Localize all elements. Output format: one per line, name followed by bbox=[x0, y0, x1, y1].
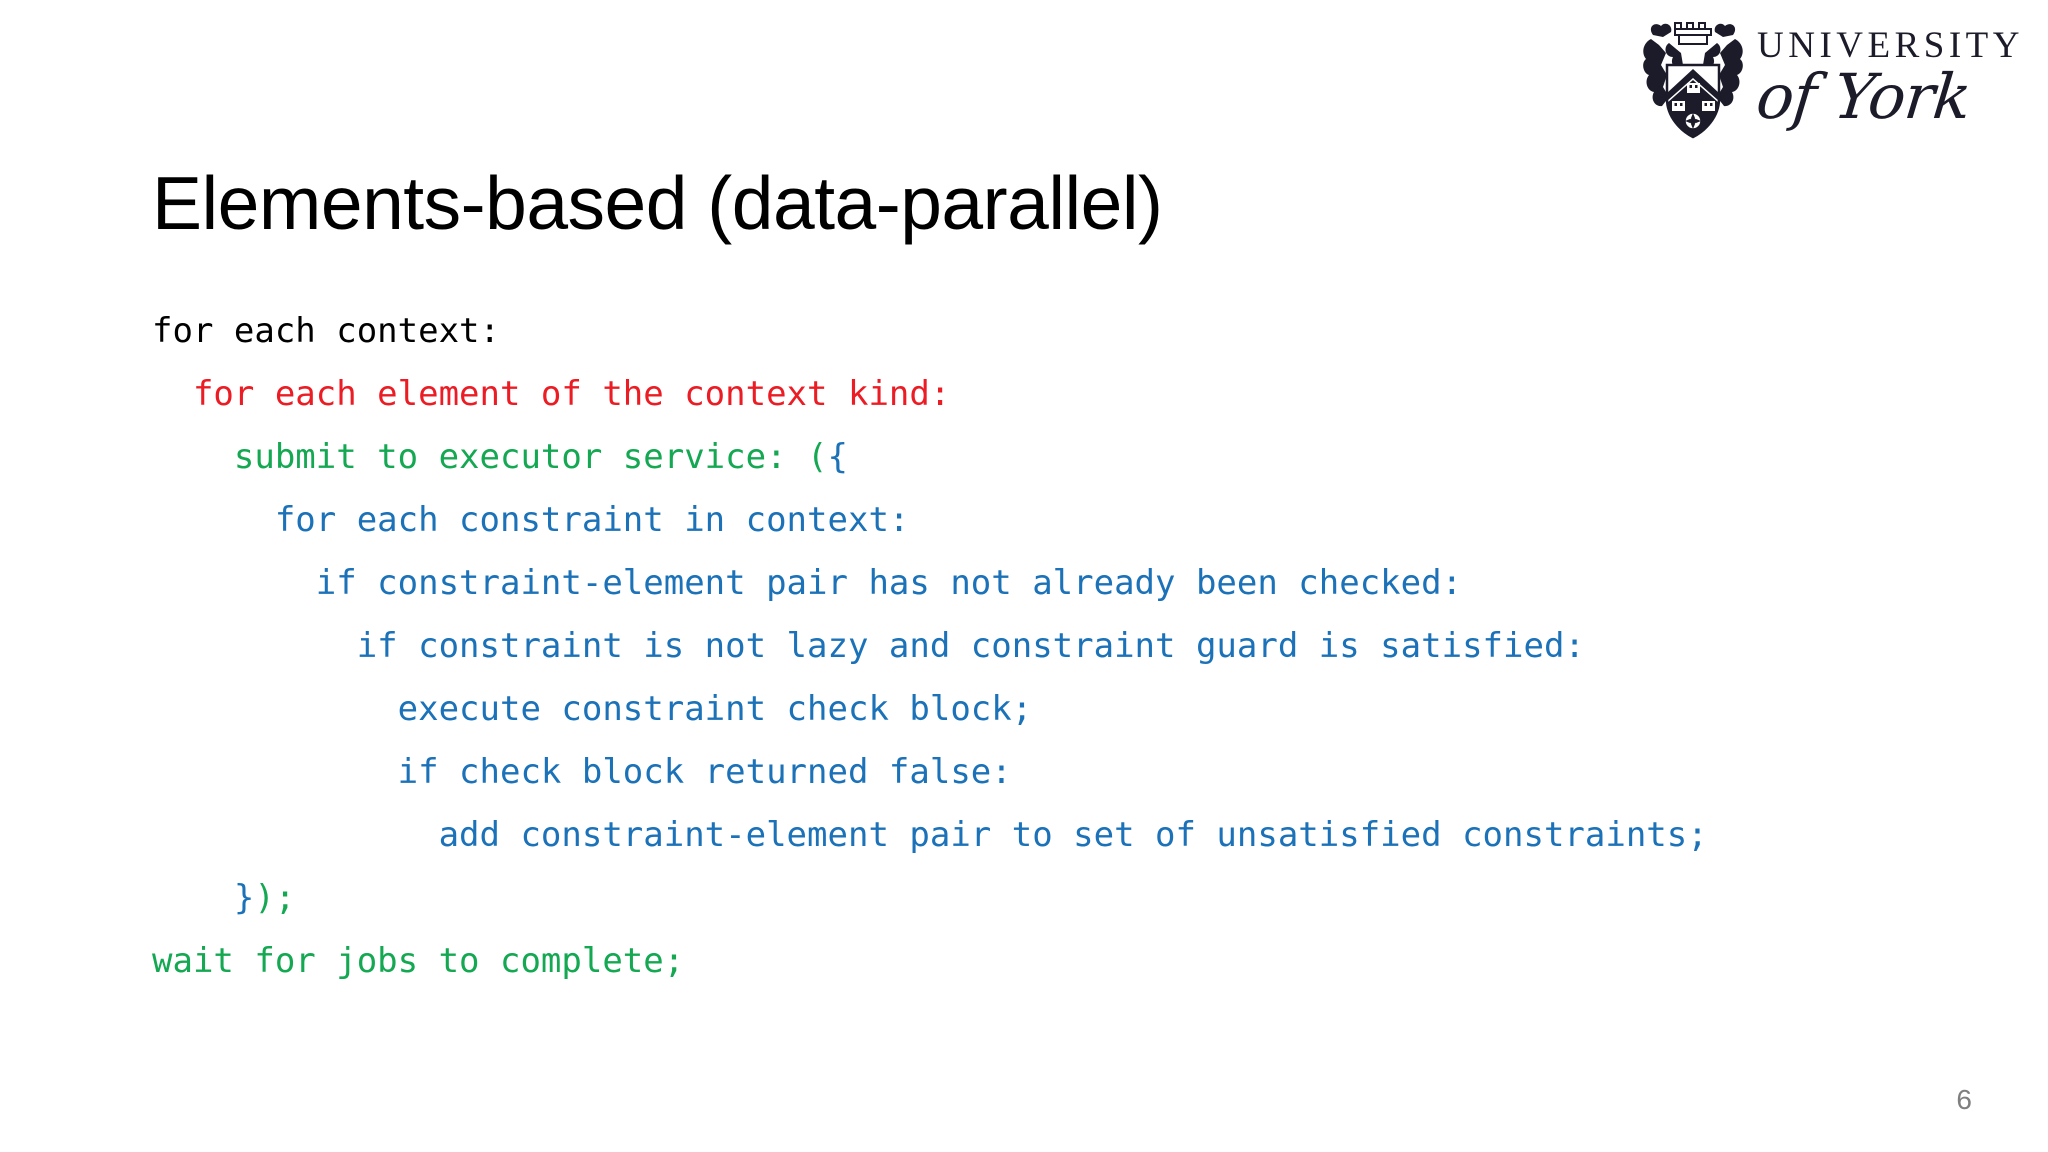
logo-university-text: UNIVERSITY bbox=[1757, 24, 2024, 66]
code-line-text: if constraint is not lazy and constraint… bbox=[152, 626, 1585, 666]
code-line-text: execute constraint check block; bbox=[152, 689, 1033, 729]
code-line-text: if check block returned false: bbox=[152, 752, 1012, 792]
code-line: for each constraint in context: bbox=[152, 489, 1932, 552]
code-line: if constraint is not lazy and constraint… bbox=[152, 615, 1932, 678]
code-line: if constraint-element pair has not alrea… bbox=[152, 552, 1932, 615]
code-line-text: if constraint-element pair has not alrea… bbox=[152, 563, 1463, 603]
code-line: execute constraint check block; bbox=[152, 678, 1932, 741]
code-line: if check block returned false: bbox=[152, 741, 1932, 804]
logo-of-york-text: of York bbox=[1753, 59, 1974, 133]
university-of-york-logo: UNIVERSITY of York bbox=[1643, 14, 2024, 144]
slide-title: Elements-based (data-parallel) bbox=[152, 161, 1163, 246]
logo-wordmark: UNIVERSITY of York bbox=[1753, 18, 2024, 140]
code-line-text: for each element of the context kind: bbox=[152, 374, 951, 414]
code-line: submit to executor service: ({ bbox=[152, 426, 1932, 489]
code-line: add constraint-element pair to set of un… bbox=[152, 804, 1932, 867]
code-token-brace: { bbox=[827, 437, 848, 477]
code-line: for each context: bbox=[152, 300, 1932, 363]
code-token-close-call: ); bbox=[254, 878, 296, 918]
code-line: }); bbox=[152, 867, 1932, 930]
code-line-text: submit to executor service: ( bbox=[152, 437, 828, 477]
code-line-text: } bbox=[152, 878, 255, 918]
code-line-text: add constraint-element pair to set of un… bbox=[152, 815, 1708, 855]
code-line-text: wait for jobs to complete; bbox=[152, 941, 685, 981]
heraldic-crest-icon bbox=[1643, 22, 1743, 139]
code-line-text: for each constraint in context: bbox=[152, 500, 910, 540]
code-line: wait for jobs to complete; bbox=[152, 930, 1932, 993]
page-number: 6 bbox=[1956, 1084, 1972, 1115]
code-line-text: for each context: bbox=[152, 311, 500, 351]
code-line: for each element of the context kind: bbox=[152, 363, 1932, 426]
pseudocode-block: for each context: for each element of th… bbox=[152, 300, 1932, 993]
